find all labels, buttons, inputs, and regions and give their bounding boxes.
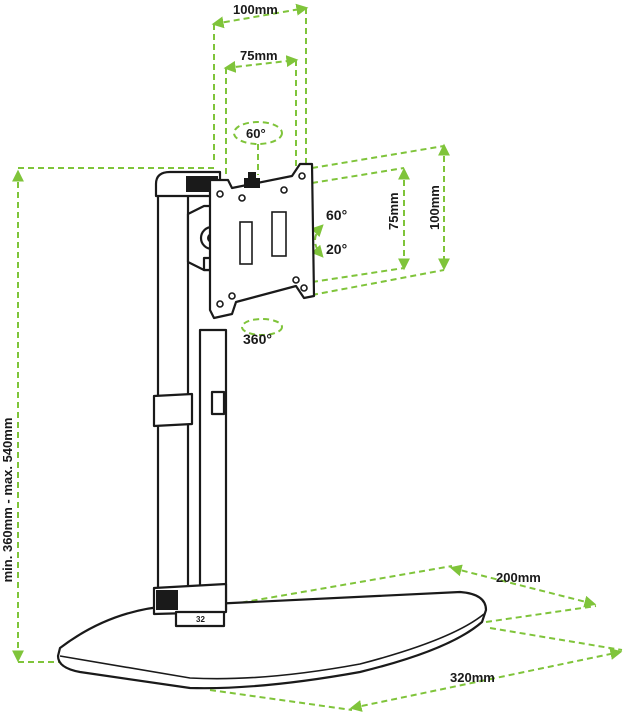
label-tilt-down: 20° [326,241,347,257]
pole [152,170,228,628]
vesa-height-dimensions [311,143,450,296]
label-height-inner: 75mm [386,192,401,230]
label-base-depth: 200mm [496,570,541,585]
label-width-outer: 100mm [233,2,278,17]
label-width-inner: 75mm [240,48,278,63]
label-tilt-up: 60° [326,207,347,223]
tilt-indicator [310,224,324,258]
height-range-dimension [12,167,215,663]
label-rotation: 360° [243,331,272,347]
stand-base [56,590,488,690]
swivel-indicator [233,121,283,175]
vesa-plate [208,162,316,320]
label-height-range: min. 360mm - max. 540mm [0,418,15,583]
vesa-width-dimensions [211,3,309,175]
pole-marker: 32 [196,615,205,624]
base-dimensions [209,564,623,712]
label-base-width: 320mm [450,670,495,685]
label-height-outer: 100mm [427,185,442,230]
label-swivel: 60° [246,126,266,141]
rotation-indicator [241,318,283,336]
